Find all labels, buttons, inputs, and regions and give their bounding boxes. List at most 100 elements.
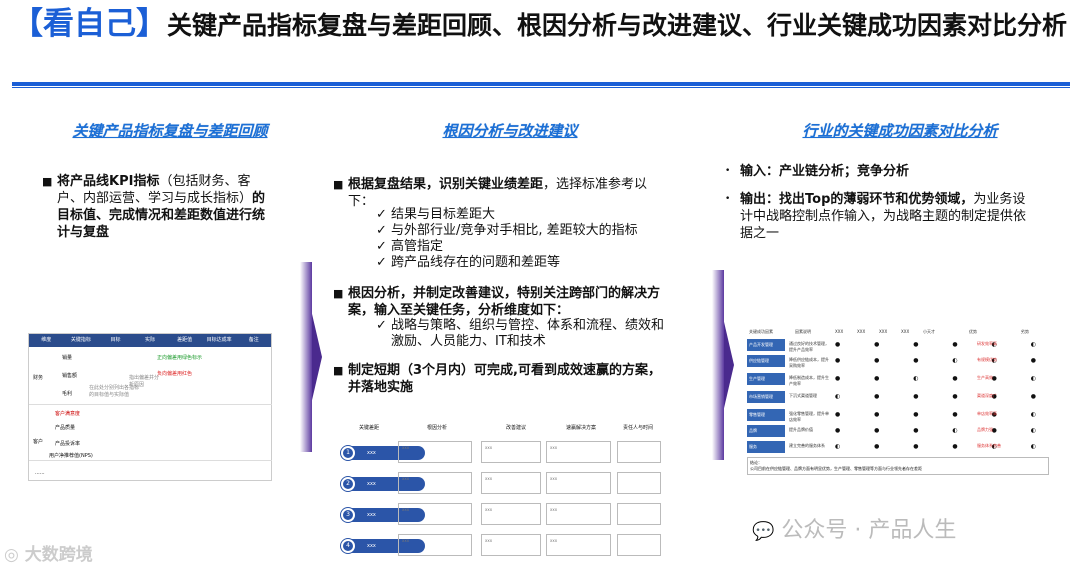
kpi-grey-note: 在此处分别列出各指标的目标值与实际值 [89,385,140,398]
task-number: 1 [341,446,355,460]
ksf-comparison-table: 关键成功因素 因素说明 XXX XXX XXX XXX 小天才 优势 劣势 产品… [745,327,1055,477]
kpi-header-cell: 维度 [41,337,52,343]
kpi-header-cell: 目标 [110,337,121,343]
task-cell-empty [617,472,661,494]
kpi-label: ...... [35,470,45,476]
ksf-row-strength: 生产高效 [977,375,993,380]
ksf-header: XXX [901,329,910,334]
wechat-icon: 💬 [752,521,775,542]
col1-b1-bold2: 的目标值、完成情况和差距数值进行统计与复盘 [57,191,266,240]
checkmark-icon: ✓ [376,255,387,270]
kpi-red-note: 负向偏差用红色 [157,371,193,377]
checkmark-icon: ✓ [376,318,387,333]
kpi-label: 财务 [33,375,44,381]
kpi-table-header: 维度 关键指标 目标 实际 差距值 目标达成率 备注 [29,334,271,347]
task-cell: xxx [546,503,611,525]
task-cell: xxx [481,472,541,494]
bullet-square-icon: ■ [333,364,344,377]
col3-bullet-1: • 输入：产业链分析；竞争分析 [725,163,1040,180]
kpi-label: 销售额 [62,373,78,379]
kpi-header-cell: 差距值 [177,337,193,343]
task-cell: xxx [546,472,611,494]
task-pill: xxx [345,508,425,522]
col2-sub-4: ✓ 跨产品线存在的问题和差距等 [376,255,561,271]
task-cell: xxx [546,534,611,556]
col2-b3-bold: 制定短期（3个月内）可完成,可看到成效速赢的方案，并落地实施 [348,363,661,395]
task-header: 责任人与时间 [623,425,654,431]
kpi-row-divider [29,460,272,461]
kpi-label: 产品投诉率 [55,441,81,447]
column-heading-1: 关键产品指标复盘与差距回顾 [72,122,268,140]
ksf-row-strength: 渠道深度广 [977,393,997,398]
kpi-header-cell: 实际 [145,337,156,343]
ksf-row-desc: 建立完善的服务体系 [789,443,825,448]
kpi-label: 销量 [62,355,73,361]
kpi-header-cell: 备注 [248,337,259,343]
ksf-row-label: 生产管理 [747,373,785,385]
sub-text: 跨产品线存在的问题和差距等 [391,255,561,270]
ksf-row-marks: ● ● ● ● ◐ ◐ [835,341,1052,348]
column-heading-3: 行业的关键成功因素对比分析 [802,122,998,140]
col2-bullet-1: ■ 根据复盘结果，识别关键业绩差距，选择标准参考以下： [333,176,666,210]
bullet-square-icon: ■ [42,175,53,188]
ksf-row-label: 产品开发管理 [747,339,785,351]
ksf-row-strength: 单店效率高 [977,411,997,416]
title-divider-thin [12,87,1070,88]
checkmark-icon: ✓ [376,223,387,238]
ksf-row-desc: 下沉式渠道管理 [789,393,817,398]
ksf-row-strength: 有规模优势 [977,357,997,362]
wechat-watermark-text: 公众号 · 产品人生 [781,518,957,543]
checkmark-icon: ✓ [376,207,387,222]
task-cell: xxx [546,441,611,463]
ksf-row-strength: 品牌力强 [977,427,993,432]
kpi-row-divider [29,404,272,405]
ksf-row-desc: 降低供应链成本，提升采购效率 [789,357,829,368]
ksf-header: XXX [835,329,844,334]
task-number: 3 [341,508,355,522]
col3-bullet-2: • 输出：找出Top的薄弱环节和优势领域，为业务设计中战略控制点作输入，为战略主… [725,191,1032,242]
ksf-row-label: 市场营销管理 [747,391,785,403]
ksf-row-marks: ● ● ● ◐ ● ◐ [835,427,1052,434]
kpi-header-cell: 关键指标 [70,337,91,343]
ksf-row-marks: ● ● ◐ ● ● ◐ [835,375,1052,382]
col3-b2-normal: 为业务设计中战略控制点作输入，为战略主题的制定提供依据之一 [740,192,1027,241]
col2-sub-5: ✓ 战略与策略、组织与管控、体系和流程、绩效和激励、人员能力、IT和技术 [376,318,671,350]
task-cell: xxx [398,534,472,556]
ksf-row-marks: ● ● ● ◐ ◐ ● [835,357,1052,364]
task-cell: xxx [481,503,541,525]
ksf-row-desc: 通过良好的技术管理，提升产品效率 [789,341,829,352]
col2-b1-normal: ，选择标准参考以下： [348,177,648,209]
task-pill: xxx [345,477,425,491]
bullet-square-icon: ■ [333,178,344,191]
sub-text: 战略与策略、组织与管控、体系和流程、绩效和激励、人员能力、IT和技术 [391,318,665,349]
bullet-dot-icon: • [725,194,731,204]
ksf-row-strength: 研发效率高 [977,341,997,346]
task-label: xxx [367,450,376,456]
col1-b1-normal: （包括财务、客户、内部运营、学习与成长指标） [57,174,253,206]
kpi-label: 用户净推荐值(NPS) [49,453,93,459]
ksf-row-label: 品牌 [747,425,785,437]
ksf-conclusion-title: 结论： [750,460,762,465]
ksf-header: 劣势 [1021,329,1029,334]
col2-b2-bold: 根因分析，并制定改善建议，特别关注跨部门的解决方案，输入至关键任务，分析维度如下… [348,286,661,318]
sub-text: 高管指定 [391,239,444,254]
ksf-row-desc: 强化零售管理，提升单店效率 [789,411,829,422]
ksf-header: XXX [857,329,866,334]
col1-b1-bold: 将产品线KPI指标 [57,174,160,189]
ksf-row-marks: ● ● ● ● ● ◐ [835,411,1052,418]
ksf-header: 优势 [969,329,977,334]
task-cell: xxx [481,534,541,556]
task-header: 根因分析 [427,425,448,431]
logo-icon: ◎ [4,545,25,565]
col2-bullet-2: ■ 根因分析，并制定改善建议，特别关注跨部门的解决方案，输入至关键任务，分析维度… [333,285,668,319]
task-pill: xxx [345,539,425,553]
task-header: 改善建议 [506,425,527,431]
ksf-row-marks: ◐ ● ● ● ◐ ◐ [835,443,1052,450]
kpi-grey-note: 指出偏差并分析原因 [129,375,160,388]
ksf-header: 关键成功因素 [749,329,773,334]
task-number: 2 [341,477,355,491]
task-cell: xxx [481,441,541,463]
title-bracket: 【看自己】 [12,6,167,42]
title-divider [12,82,1070,86]
col2-sub-2: ✓与外部行业/竞争对手相比, 差距较大的指标 [376,223,638,239]
